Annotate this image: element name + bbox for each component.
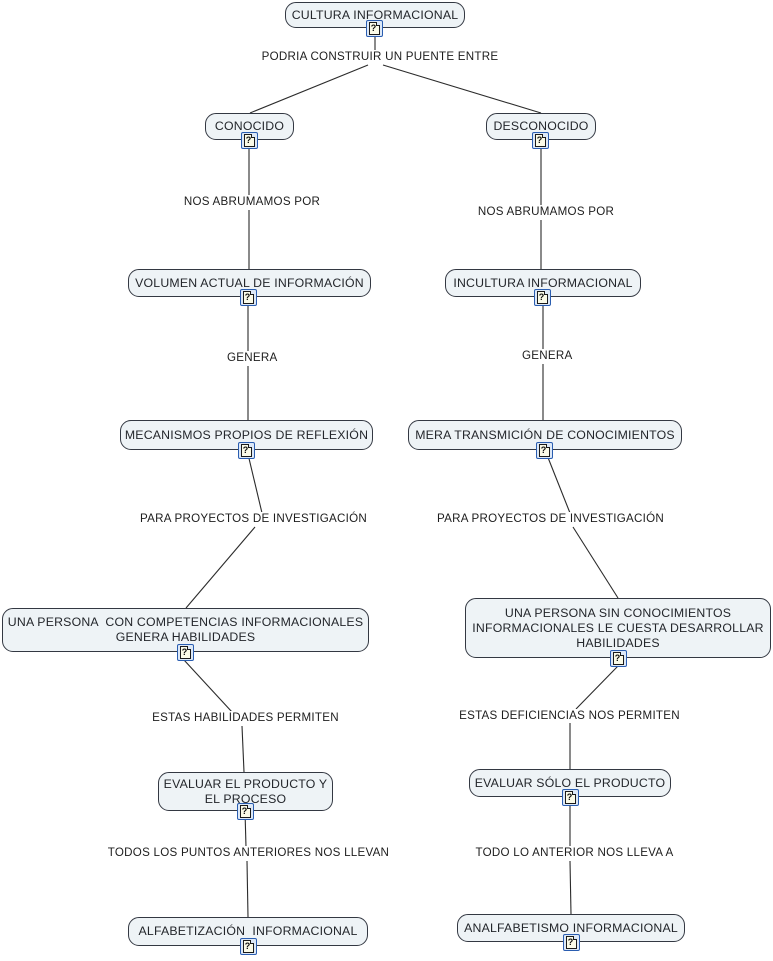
question-mark-glyph: ? (614, 653, 621, 663)
concept-node-persona_sin[interactable]: UNA PERSONA SIN CONOCIMIENTOS INFORMACIO… (465, 598, 771, 658)
edge-line (249, 64, 369, 114)
edge-label-e8[interactable]: PARA PROYECTOS DE INVESTIGACIÓN (428, 512, 673, 526)
edge-line (572, 526, 619, 599)
edge-line (382, 64, 542, 114)
question-document-icon[interactable]: ? (240, 289, 257, 306)
page-shape: ? (244, 134, 255, 147)
edge-label-e3[interactable]: NOS ABRUMAMOS POR (178, 195, 326, 209)
edge-label-e6[interactable]: GENERA (519, 349, 575, 363)
question-document-icon[interactable]: ? (562, 789, 579, 806)
question-mark-glyph: ? (536, 135, 543, 145)
concept-node-label: EVALUAR EL PRODUCTO Y EL PROCESO (163, 776, 328, 806)
concept-node-label: UNA PERSONA CON COMPETENCIAS INFORMACION… (7, 615, 364, 644)
edge-label-e11[interactable]: TODOS LOS PUNTOS ANTERIORES NOS LLEVAN (98, 846, 399, 860)
concept-node-label: ANALFABETISMO INFORMACIONAL (464, 920, 678, 935)
edge-line (569, 860, 572, 915)
question-document-icon[interactable]: ? (610, 650, 627, 667)
concept-node-label: CULTURA INFORMACIONAL (291, 7, 459, 22)
concept-node-alfabetizacion[interactable]: ALFABETIZACIÓN INFORMACIONAL (128, 917, 368, 946)
concept-node-label: VOLUMEN ACTUAL DE INFORMACIÓN (135, 275, 364, 290)
edge-label-e1[interactable]: PODRIA CONSTRUIR UN PUENTE ENTRE (253, 50, 507, 64)
edge-line (183, 659, 233, 713)
page-shape: ? (243, 940, 254, 953)
question-document-icon[interactable]: ? (532, 132, 549, 149)
question-mark-glyph: ? (181, 647, 188, 657)
question-document-icon[interactable]: ? (536, 442, 553, 459)
concept-node-label: EVALUAR SÓLO EL PRODUCTO (474, 775, 666, 790)
concept-node-persona_con[interactable]: UNA PERSONA CON COMPETENCIAS INFORMACION… (2, 608, 369, 652)
question-mark-glyph: ? (567, 937, 574, 947)
edge-label-e10[interactable]: ESTAS DEFICIENCIAS NOS PERMITEN (450, 709, 689, 723)
concept-node-label: DESCONOCIDO (493, 119, 589, 133)
question-mark-glyph: ? (540, 445, 547, 455)
page-shape: ? (369, 22, 380, 35)
edge-label-e9[interactable]: ESTAS HABILIDADES PERMITEN (143, 711, 348, 725)
page-shape: ? (613, 652, 624, 665)
edge-label-e12[interactable]: TODO LO ANTERIOR NOS LLEVA A (466, 846, 683, 860)
edge-label-e5[interactable]: GENERA (224, 351, 280, 365)
question-document-icon[interactable]: ? (177, 644, 194, 661)
concept-node-label: INCULTURA INFORMACIONAL (453, 275, 633, 290)
edge-line (185, 526, 256, 609)
question-document-icon[interactable]: ? (366, 20, 383, 37)
question-mark-glyph: ? (566, 792, 573, 802)
question-mark-glyph: ? (244, 941, 251, 951)
page-shape: ? (539, 444, 550, 457)
question-mark-glyph: ? (244, 292, 251, 302)
edge-line (241, 725, 245, 773)
page-shape: ? (243, 291, 254, 304)
page-shape: ? (535, 134, 546, 147)
concept-node-label: CONOCIDO (214, 119, 285, 133)
question-mark-glyph: ? (370, 23, 377, 33)
question-document-icon[interactable]: ? (237, 803, 254, 820)
concept-node-label: UNA PERSONA SIN CONOCIMIENTOS INFORMACIO… (472, 605, 764, 650)
question-document-icon[interactable]: ? (534, 289, 551, 306)
question-document-icon[interactable]: ? (238, 442, 255, 459)
page-shape: ? (241, 444, 252, 457)
question-mark-glyph: ? (538, 292, 545, 302)
question-mark-glyph: ? (242, 445, 249, 455)
page-shape: ? (240, 805, 251, 818)
edge-line (575, 665, 619, 710)
concept-node-label: MERA TRANSMICIÓN DE CONOCIMIENTOS (415, 427, 675, 442)
page-shape: ? (180, 646, 191, 659)
question-document-icon[interactable]: ? (241, 132, 258, 149)
question-mark-glyph: ? (241, 806, 248, 816)
edge-line (246, 860, 249, 918)
question-document-icon[interactable]: ? (240, 938, 257, 955)
page-shape: ? (566, 936, 577, 949)
page-shape: ? (537, 291, 548, 304)
page-shape: ? (565, 791, 576, 804)
question-mark-glyph: ? (245, 135, 252, 145)
concept-node-label: MECANISMOS PROPIOS DE REFLEXIÓN (124, 427, 369, 442)
edge-line (544, 449, 571, 514)
edge-label-e4[interactable]: NOS ABRUMAMOS POR (472, 205, 620, 219)
edge-line (246, 449, 263, 514)
question-document-icon[interactable]: ? (563, 934, 580, 951)
concept-node-label: ALFABETIZACIÓN INFORMACIONAL (138, 924, 358, 938)
edge-label-e7[interactable]: PARA PROYECTOS DE INVESTIGACIÓN (131, 512, 376, 526)
